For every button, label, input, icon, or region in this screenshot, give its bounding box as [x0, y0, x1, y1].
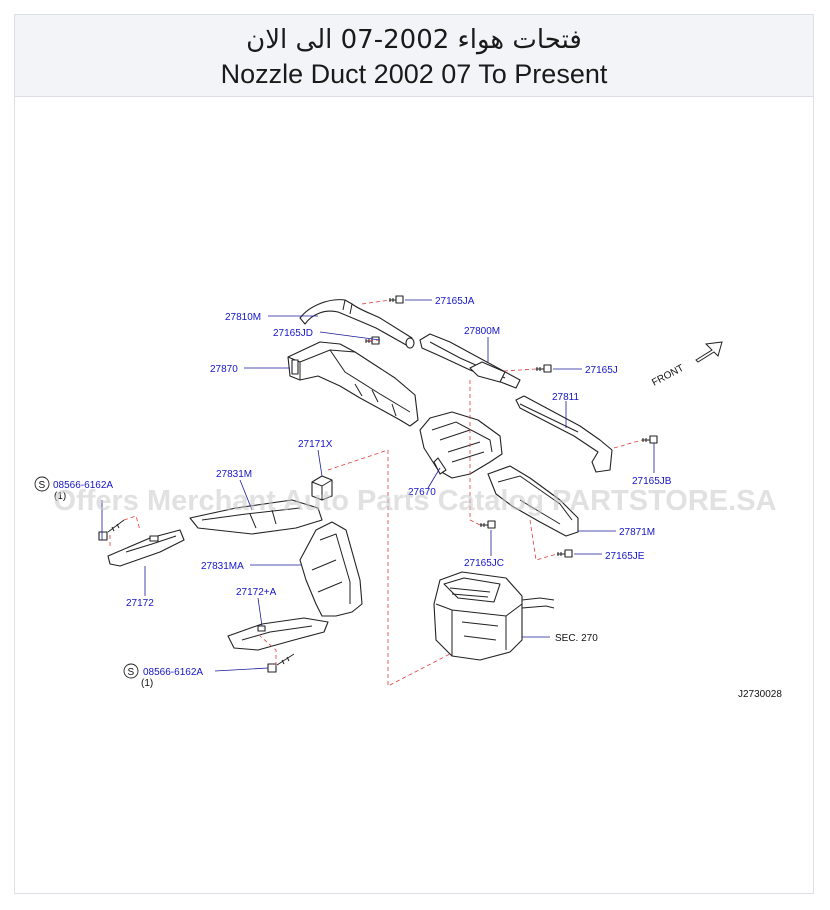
s-marker-a: S: [34, 476, 50, 492]
diagram-frame: فتحات هواء 2002-07 الى الان Nozzle Duct …: [14, 14, 814, 894]
page-title-arabic: فتحات هواء 2002-07 الى الان: [246, 25, 582, 55]
part-label-27831m[interactable]: 27831M: [216, 469, 252, 480]
screw-27165jb: [642, 435, 658, 444]
assembly-lines: [109, 299, 643, 687]
part-label-27165jb[interactable]: 27165JB: [632, 476, 672, 487]
diagram-code: J2730028: [738, 689, 782, 700]
screw-27165j: [536, 364, 552, 373]
page-title-english: Nozzle Duct 2002 07 To Present: [220, 59, 608, 89]
part-label-27670[interactable]: 27670: [408, 487, 436, 498]
part-27172a-drawing: [227, 617, 329, 651]
part-label-27871m[interactable]: 27871M: [619, 527, 655, 538]
part-label-27810m[interactable]: 27810M: [225, 312, 261, 323]
sec-270-label[interactable]: SEC. 270: [555, 633, 598, 644]
front-label: FRONT: [650, 363, 686, 389]
part-27172-drawing: [107, 529, 185, 567]
part-27800m-drawing: [419, 333, 521, 389]
svg-text:S: S: [128, 667, 135, 678]
part-label-27811[interactable]: 27811: [552, 392, 580, 403]
part-27670-drawing: [419, 411, 503, 479]
part-label-27165je[interactable]: 27165JE: [605, 551, 645, 562]
part-label-27870[interactable]: 27870: [210, 364, 238, 375]
screws: [98, 295, 658, 673]
part-27831m-drawing: [189, 499, 323, 535]
part-label-27800m[interactable]: 27800M: [464, 326, 500, 337]
part-label-27171x[interactable]: 27171X: [298, 439, 333, 450]
part-labels: 27165JA 27810M 27165JD 27800M 27870 2716…: [34, 296, 782, 700]
watermark-text: Offers Merchant Auto Parts Catalog PARTS…: [54, 485, 777, 517]
quantity-label-bottom: (1): [141, 678, 153, 689]
screw-27165ja: [389, 295, 404, 304]
part-label-27165j[interactable]: 27165J: [585, 365, 618, 376]
page-header: فتحات هواء 2002-07 الى الان Nozzle Duct …: [15, 15, 813, 97]
part-27810m-drawing: [299, 299, 415, 349]
screw-08566-a: [98, 519, 125, 541]
part-27831ma-drawing: [299, 521, 363, 617]
screw-27165jc: [480, 520, 496, 529]
part-label-27831ma[interactable]: 27831MA: [201, 561, 244, 572]
screw-08566-b: [267, 653, 295, 673]
part-label-27165jc[interactable]: 27165JC: [464, 558, 504, 569]
part-label-27165jd[interactable]: 27165JD: [273, 328, 313, 339]
screw-27165je: [557, 549, 573, 558]
part-27870-drawing: [287, 341, 419, 427]
quantity-label-top: (1): [54, 491, 66, 502]
s-marker-b: S: [123, 663, 139, 679]
heater-unit-drawing: [433, 571, 555, 661]
part-label-08566-6162a-top[interactable]: 08566-6162A: [53, 480, 113, 491]
part-27871m-drawing: [487, 465, 579, 537]
part-label-08566-6162a-bottom[interactable]: 08566-6162A: [143, 667, 203, 678]
part-27811-drawing: [515, 395, 613, 473]
leader-lines: [101, 299, 655, 672]
svg-text:S: S: [39, 480, 46, 491]
part-label-27165ja[interactable]: 27165JA: [435, 296, 475, 307]
part-label-27172[interactable]: 27172: [126, 598, 154, 609]
part-label-27172a[interactable]: 27172+A: [236, 587, 277, 598]
front-arrow-icon: FRONT: [650, 341, 723, 389]
